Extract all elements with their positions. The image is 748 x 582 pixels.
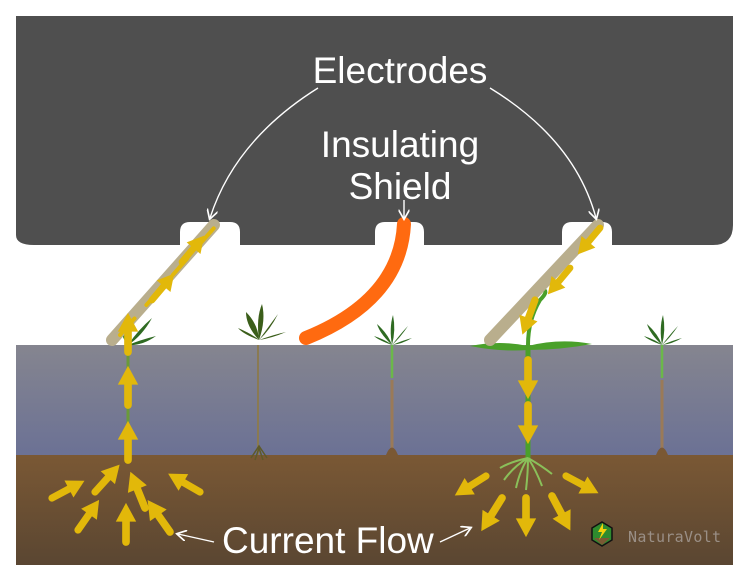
arrow-left-soil-2: [91, 464, 120, 496]
current-flow-label: Current Flow: [222, 520, 434, 561]
arrow-left-contact: [117, 312, 139, 356]
electrodes-pointer-right: [489, 87, 596, 218]
naturavolt-logo: [591, 521, 613, 547]
crop-plant-center: [238, 304, 286, 461]
arrow-left-rod-2: [178, 235, 205, 266]
insulating-shield-label-line2: Shield: [348, 166, 452, 207]
weed-right-roots: [499, 457, 553, 491]
arrow-right-rod-1: [577, 224, 604, 255]
arrow-left-soil-1: [48, 480, 85, 502]
arrow-left-stem-lower: [117, 420, 139, 464]
arrow-right-soil-3: [515, 494, 537, 538]
current-flow-arrows: [48, 224, 604, 546]
electrodes-label: Electrodes: [312, 50, 488, 91]
arrow-right-contact: [519, 296, 539, 335]
arrow-right-rod-2: [547, 264, 574, 295]
arrow-right-soil-2: [481, 494, 506, 532]
soil-layer: [16, 345, 733, 565]
insulating-shield-label-line1: Insulating: [320, 124, 480, 165]
arrow-left-soil-3: [74, 499, 100, 534]
machine-body: [16, 16, 733, 245]
arrow-right-soil-1: [454, 472, 490, 496]
electrodes-pointer-left: [210, 87, 319, 218]
current-flow-pointer-right: [439, 528, 470, 543]
arrow-right-stem-lower: [517, 401, 539, 445]
crop-plant-middle: [374, 315, 412, 378]
insulating-shield: [299, 217, 411, 345]
logo-text: NaturaVolt: [628, 528, 722, 546]
arrow-right-stem-upper: [517, 356, 539, 400]
arrow-left-soil-6: [147, 499, 174, 536]
current-flow-pointer-left: [178, 534, 215, 543]
arrow-left-stem-upper: [117, 365, 139, 409]
crop-plant-right: [644, 315, 682, 378]
lightning-icon: [598, 523, 607, 540]
insulating-shield-label: Insulating Shield: [300, 124, 500, 208]
arrow-left-soil-4: [115, 502, 137, 546]
arrow-left-soil-7: [168, 473, 204, 496]
arrow-left-rod-1: [148, 273, 175, 304]
label-pointers: [178, 87, 596, 543]
arrow-right-soil-4: [548, 492, 571, 531]
arrow-right-soil-5: [562, 472, 599, 494]
crop-canopy-layer: [16, 345, 733, 457]
arrow-left-soil-5: [127, 471, 149, 512]
